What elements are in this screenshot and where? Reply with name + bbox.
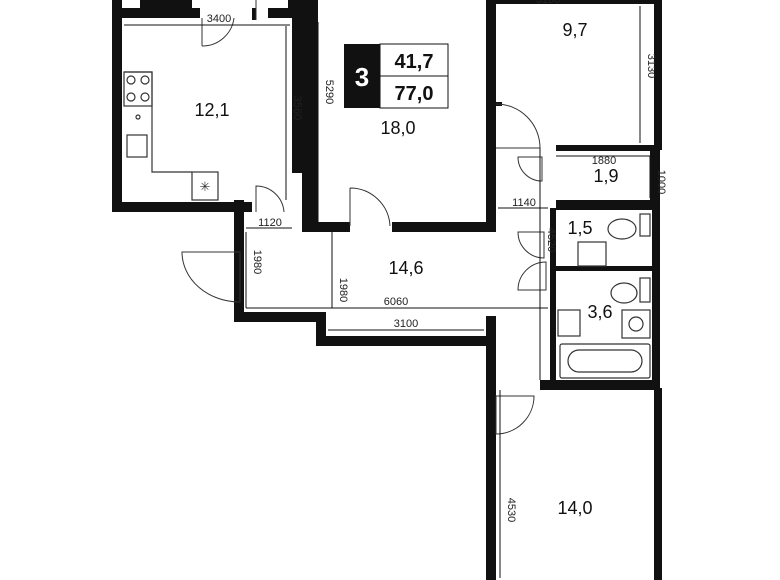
dim-bedroom-top-height: 3130 [645, 54, 657, 78]
wc-bath-partition [556, 266, 652, 271]
living-left-wall [302, 0, 318, 230]
bathtub-icon [559, 343, 651, 379]
badge-total-box [379, 75, 449, 109]
dim-hall-length: 6060 [384, 296, 408, 308]
bath-toilet-icon [610, 282, 638, 304]
kitchen-entry-door [201, 17, 235, 47]
bedroom-bottom-right-wall [654, 388, 662, 580]
bedroom-bottom-left-wall [486, 316, 496, 580]
entrance-door [181, 251, 241, 303]
dimension-labels: 3400 3560 5290 3100 3130 1880 1000 1140 … [207, 0, 667, 522]
storage-door [517, 156, 543, 182]
bedroom-top-door [495, 103, 541, 149]
hall-bottom-wall [316, 336, 496, 346]
kitchen-right-wall [292, 8, 302, 173]
area-wc: 1,5 [567, 218, 592, 238]
dim-corridor-width: 1140 [512, 197, 536, 209]
area-living: 18,0 [380, 118, 415, 138]
bath-bottom-wall [540, 380, 660, 390]
dim-storage-width: 1880 [592, 155, 616, 167]
kitchen-tap-icon [135, 114, 141, 120]
dim-bedroom-top-width: 3100 [536, 0, 560, 6]
badge-total-area: 77,0 [395, 83, 434, 105]
bedroom-bottom-door [495, 395, 535, 435]
living-right-wall [486, 0, 496, 232]
storage-bottom-wall [556, 200, 660, 210]
dim-hall-lower-width: 3100 [394, 318, 418, 330]
storage-top-wall [556, 145, 656, 151]
area-badge: 3 41,7 77,0 [344, 43, 449, 109]
area-bath: 3,6 [587, 302, 612, 322]
walls [112, 0, 662, 580]
area-storage: 1,9 [593, 166, 618, 186]
dim-entry-height: 1980 [251, 250, 263, 274]
storage-right-wall [650, 145, 660, 207]
badge-rooms: 3 [355, 62, 369, 92]
hall-left-wall [234, 200, 244, 322]
dim-storage-height: 1000 [655, 170, 667, 194]
kitchen-top-wall [122, 8, 200, 18]
fixtures: ✳ [123, 71, 651, 379]
kitchen-counter [124, 71, 192, 173]
bath-right-wall [652, 208, 660, 388]
area-bedroom-bottom: 14,0 [557, 498, 592, 518]
living-bottom-wall-right [392, 222, 496, 232]
kitchen-window-block [140, 0, 192, 8]
wc-tank-icon [639, 213, 651, 237]
hall-bottom-wall-left [234, 312, 326, 322]
living-bottom-wall-left [302, 222, 350, 232]
dim-hall-entry-width: 1120 [258, 217, 282, 229]
dim-kitchen-width: 3400 [207, 13, 231, 25]
wc-left-wall [550, 208, 556, 388]
snowflake-icon: ✳ [200, 179, 211, 194]
bath-basin-icon [557, 309, 581, 337]
badge-living-box [379, 43, 449, 77]
bedroom-top-right-wall [654, 0, 662, 150]
badge-living-area: 41,7 [395, 51, 434, 73]
wc-basin-icon [577, 241, 607, 267]
dim-bedroom-bottom-height: 4530 [505, 498, 517, 522]
bedroom-top-top-wall [496, 0, 660, 4]
area-hall: 14,6 [388, 258, 423, 278]
kitchen-left-wall [112, 0, 122, 212]
dimension-lines [124, 6, 651, 578]
hall-bottom-step [316, 322, 326, 346]
kitchen-sink-icon [126, 134, 148, 158]
dim-hall-height: 1980 [337, 278, 349, 302]
kitchen-window-block-right [288, 0, 304, 8]
dim-bath-zone-height: 4520 [545, 228, 557, 252]
badge-rooms-box [344, 44, 380, 108]
kitchen-door [255, 185, 285, 213]
kitchen-window-jamb [252, 8, 256, 20]
wc-toilet-icon [607, 218, 637, 240]
area-kitchen: 12,1 [194, 100, 229, 120]
bath-tank-icon [639, 277, 651, 303]
bath-door [517, 261, 547, 291]
kitchen-top-wall-right [268, 8, 304, 18]
kitchen-bottom-wall [112, 202, 252, 212]
doors [181, 0, 547, 435]
fridge-icon [191, 171, 219, 201]
living-door [349, 187, 391, 227]
dim-kitchen-height: 3560 [291, 96, 303, 120]
room-areas: 12,1 18,0 9,7 1,9 1,5 14,6 3,6 14,0 [194, 20, 618, 518]
wc-door [517, 231, 545, 259]
dim-living-height: 5290 [323, 80, 335, 104]
washing-machine-icon [621, 309, 651, 339]
area-bedroom-top: 9,7 [562, 20, 587, 40]
